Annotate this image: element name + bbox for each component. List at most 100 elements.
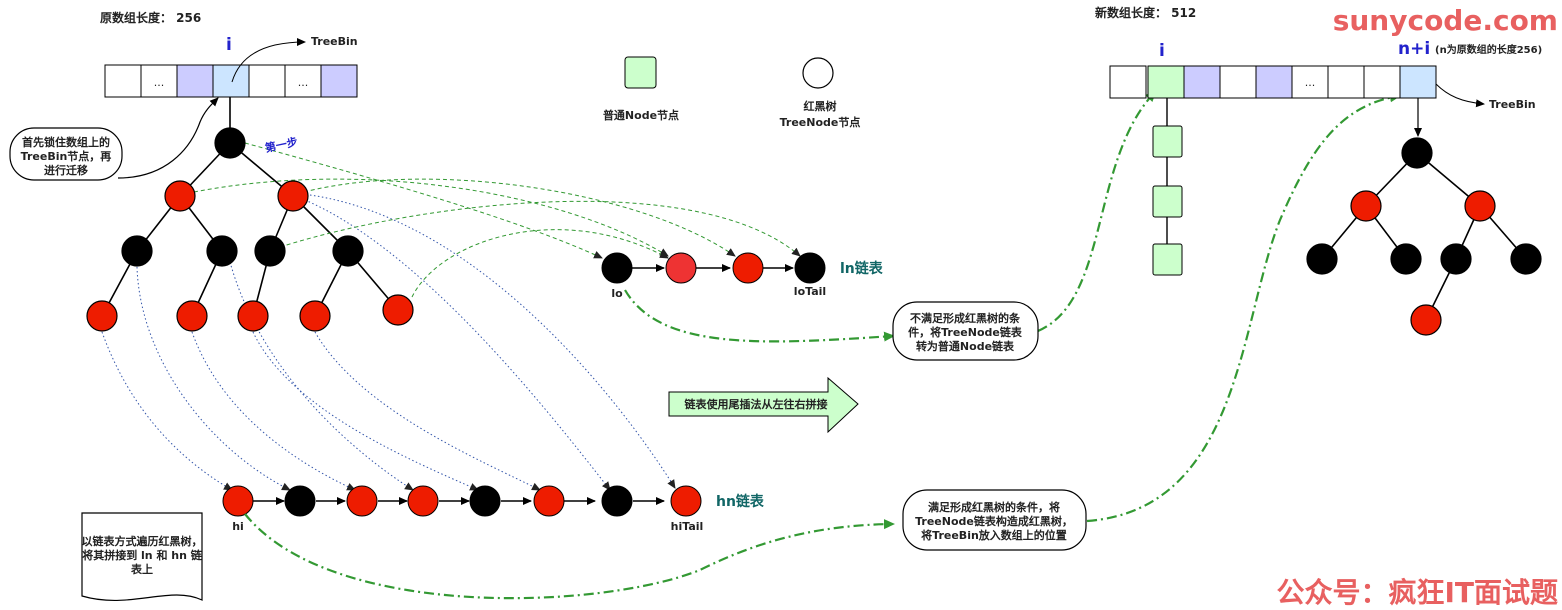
old-tree-node — [237, 300, 269, 332]
hn-node — [670, 485, 702, 517]
watermark-top: sunycode.com — [1333, 4, 1558, 37]
old-array-cell — [176, 64, 214, 98]
old-tree-node — [206, 235, 238, 267]
not-tree-callout-line2: 件，将TreeNode链表 — [908, 325, 1023, 339]
old-array-cell — [284, 64, 322, 98]
new-array-cell — [1327, 65, 1365, 99]
old-array-length-label: 原数组长度： 256 — [100, 10, 201, 25]
step-one-label: 第一步 — [264, 134, 299, 155]
traverse-note-line1: 以链表方式遍历红黑树， — [82, 534, 203, 548]
new-array-cell — [1255, 65, 1293, 99]
is-tree-callout-box — [902, 489, 1087, 551]
old-tree-node — [254, 235, 286, 267]
new-tree-node — [1440, 243, 1472, 275]
lock-callout-arrow — [117, 97, 219, 179]
hn-node — [601, 485, 633, 517]
new-array-cell — [1109, 65, 1147, 99]
old-array-cell — [320, 64, 358, 98]
hn-traversal-links — [101, 194, 676, 491]
tail-insert-arrow — [668, 376, 859, 434]
hn-node — [407, 485, 439, 517]
new-array-index-n-plus-i: n+i — [1398, 39, 1430, 59]
traverse-note — [81, 512, 203, 602]
new-tree-node — [1350, 190, 1382, 222]
old-tree-node — [299, 300, 331, 332]
old-tree-edges — [101, 97, 399, 317]
hn-node — [533, 485, 565, 517]
not-tree-callout-line3: 转为普通Node链表 — [916, 339, 1015, 353]
old-array-cell — [248, 64, 286, 98]
ln-node — [601, 252, 633, 284]
old-tree-node — [164, 180, 196, 212]
legend-treenode-label-1: 红黑树 — [804, 99, 837, 113]
new-tree-nodes — [1306, 137, 1542, 336]
new-array-length-label: 新数组长度： 512 — [1095, 5, 1196, 20]
old-tree-node — [86, 300, 118, 332]
new-array-cell — [1363, 65, 1401, 99]
new-tree-node — [1390, 243, 1422, 275]
old-treebin-label: TreeBin — [311, 35, 358, 48]
is-tree-callout-line2: TreeNode链表构造成红黑树， — [915, 514, 1073, 528]
new-array-cell — [1219, 65, 1257, 99]
legend-node-swatch — [624, 56, 657, 89]
new-array-ellipsis: ... — [1305, 76, 1316, 89]
new-tree-edges — [1321, 152, 1527, 321]
not-tree-callout-box — [892, 301, 1039, 361]
new-node-list — [1152, 98, 1183, 276]
old-tree-node — [176, 300, 208, 332]
is-tree-callout-line1: 满足形成红黑树的条件，将 — [928, 500, 1060, 514]
new-tree-node — [1510, 243, 1542, 275]
ln-list-label: ln链表 — [840, 260, 884, 277]
migration-flow-arrows — [244, 90, 1401, 600]
watermark-bottom: 公众号：疯狂IT面试题 — [1276, 576, 1558, 609]
legend-treenode-swatch — [802, 57, 834, 89]
new-tree-node — [1410, 304, 1442, 336]
new-array-cell — [1291, 65, 1329, 99]
tail-insert-label: 链表使用尾插法从左往右拼接 — [685, 397, 828, 411]
lo-label: lo — [611, 287, 623, 300]
old-tree-node — [382, 294, 414, 326]
is-tree-callout-line3: 将TreeBin放入数组上的位置 — [921, 528, 1067, 542]
new-array-cell-i — [1147, 65, 1185, 99]
old-array-ellipsis: ... — [154, 76, 165, 89]
new-array-cell — [1183, 65, 1221, 99]
legend-node-label: 普通Node节点 — [603, 108, 679, 122]
traverse-note-line2: 将其拼接到 ln 和 hn 链 — [82, 548, 203, 562]
new-node — [1152, 243, 1183, 276]
ln-traversal-links — [193, 142, 801, 298]
new-node — [1152, 125, 1183, 158]
new-treebin-arrow — [1435, 83, 1485, 108]
legend-treenode-label-2: TreeNode节点 — [780, 115, 861, 129]
not-tree-callout-line1: 不满足形成红黑树的条 — [910, 311, 1021, 325]
new-node — [1152, 185, 1183, 218]
old-array-cell — [104, 64, 142, 98]
new-tree-node — [1306, 243, 1338, 275]
lock-callout-line3: 进行迁移 — [44, 163, 88, 177]
hn-node — [469, 485, 501, 517]
old-tree-node — [332, 235, 364, 267]
new-tree-node — [1401, 137, 1433, 169]
hn-list-label: hn链表 — [716, 493, 765, 510]
hn-node — [346, 485, 378, 517]
old-treebin-arrow — [231, 38, 306, 83]
hn-list — [222, 485, 702, 517]
old-array-ellipsis: ... — [298, 76, 309, 89]
old-array-cell-i — [212, 64, 250, 98]
hn-node — [222, 485, 254, 517]
old-array: ... ... — [104, 64, 358, 98]
old-tree-node — [121, 235, 153, 267]
new-array: ... — [1109, 65, 1437, 99]
old-tree-node — [214, 127, 246, 159]
new-array-index-i: i — [1159, 41, 1165, 61]
new-treebin-label: TreeBin — [1489, 98, 1536, 111]
traverse-note-line3: 表上 — [130, 562, 153, 576]
ln-list — [601, 252, 826, 284]
hitail-label: hiTail — [671, 520, 704, 533]
old-array-cell — [140, 64, 178, 98]
ln-node — [794, 252, 826, 284]
new-array-n-note: (n为原数组的长度256) — [1435, 43, 1542, 56]
old-tree-node — [277, 180, 309, 212]
new-array-cell-n-plus-i — [1399, 65, 1437, 99]
new-tree-node — [1464, 190, 1496, 222]
